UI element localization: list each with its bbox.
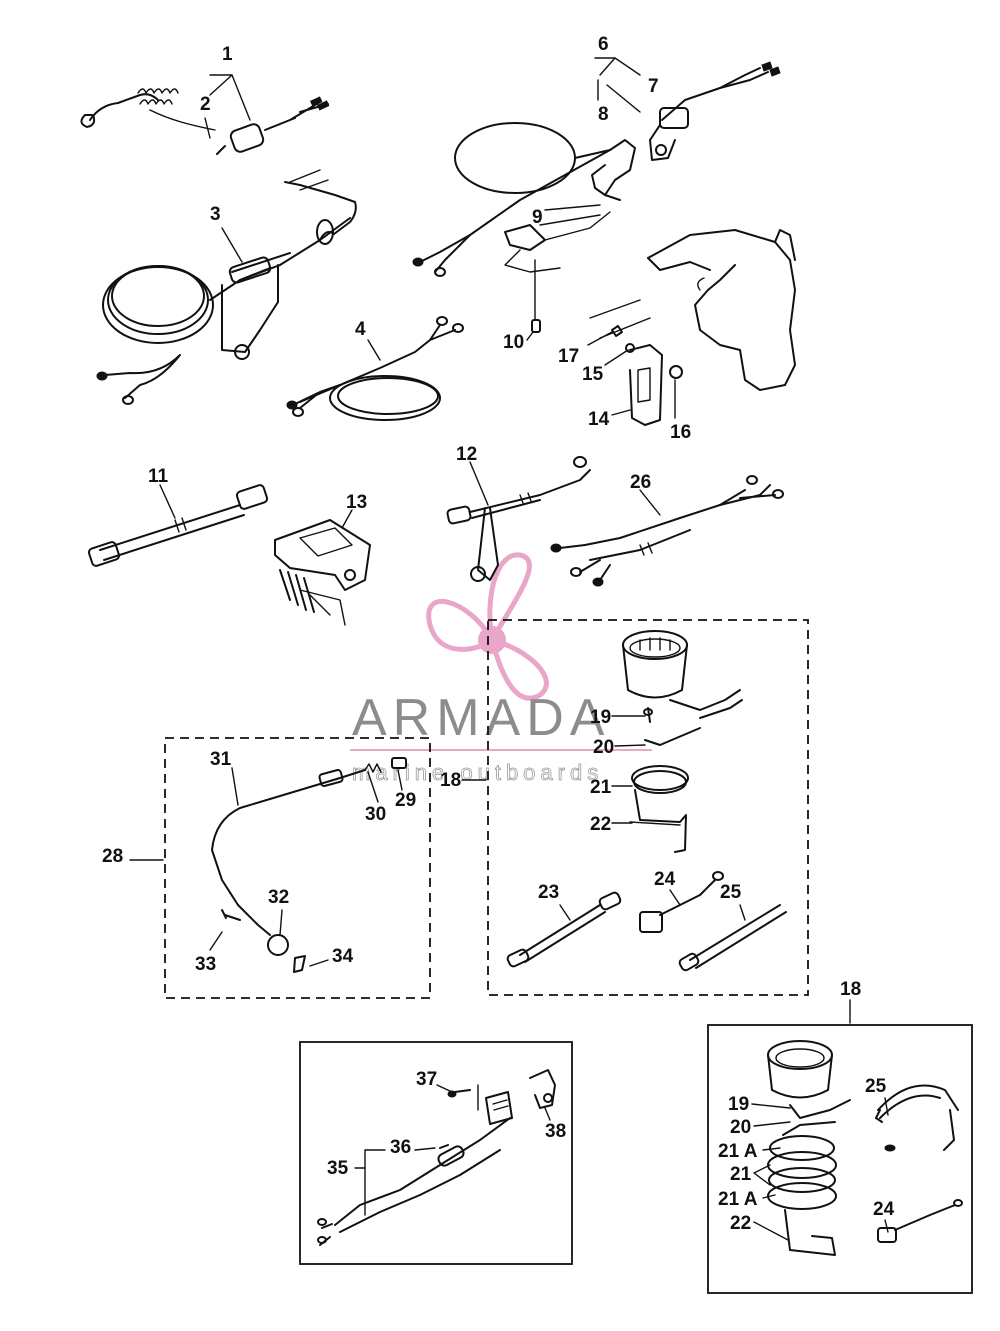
callout-9: 9: [532, 207, 543, 228]
callout-37: 37: [416, 1069, 437, 1090]
callout-13: 13: [346, 492, 367, 513]
callout-8: 8: [598, 104, 609, 125]
callout-28: 28: [102, 846, 123, 867]
callout-12: 12: [456, 444, 477, 465]
callout-19-box: 19: [590, 707, 611, 728]
callout-3: 3: [210, 204, 221, 225]
callout-25-box: 25: [720, 882, 742, 903]
callout-22-box: 22: [590, 814, 611, 835]
callout-16: 16: [670, 422, 691, 443]
engine-housing-drawing: [589, 229, 796, 391]
callout-6: 6: [598, 34, 609, 55]
extension-cable-drawing: [87, 484, 269, 567]
callout-11: 11: [148, 466, 169, 487]
callout-31: 31: [210, 749, 232, 770]
callout-15: 15: [582, 364, 604, 385]
callout-34: 34: [332, 946, 354, 967]
callout-19-alt: 19: [728, 1094, 749, 1115]
harness-26-drawing: [550, 475, 784, 587]
kit-35-38-box: [299, 1041, 573, 1265]
propeller-logo-icon: [426, 552, 549, 701]
kit-18-dashed-box: [487, 619, 809, 996]
callout-24-box: 24: [654, 869, 676, 890]
leader-line: [209, 74, 251, 121]
callout-7: 7: [648, 76, 659, 97]
rectifier-harness-drawing: [317, 1069, 556, 1246]
extension-harness-drawing: [286, 316, 464, 421]
callout-1: 1: [222, 44, 233, 65]
callout-21-alt: 21: [730, 1164, 752, 1185]
callout-32: 32: [268, 887, 289, 908]
cable-bracket-drawing: [446, 456, 591, 582]
callout-10: 10: [503, 332, 524, 353]
gauge-kit-drawing: [506, 630, 787, 972]
callout-18-alt: 18: [840, 979, 861, 1000]
regulator-module-drawing: [274, 519, 371, 626]
callout-24-alt: 24: [873, 1199, 895, 1220]
callout-22-alt: 22: [730, 1213, 751, 1234]
callout-25-alt: 25: [865, 1076, 887, 1097]
callout-20-alt: 20: [730, 1117, 751, 1138]
callout-21A-alt-top: 21 A: [718, 1141, 758, 1162]
callout-17: 17: [558, 346, 579, 367]
callout-14: 14: [588, 409, 610, 430]
callout-36: 36: [390, 1137, 411, 1158]
callout-4: 4: [355, 319, 366, 340]
callout-29: 29: [395, 790, 416, 811]
callout-20-box: 20: [593, 737, 614, 758]
watermark-tagline: marine outboards: [352, 760, 603, 785]
callout-23-box: 23: [538, 882, 559, 903]
harness-coil-drawing: [96, 169, 357, 405]
tilt-switch-harness-drawing: [412, 61, 781, 333]
callout-35: 35: [327, 1158, 349, 1179]
callout-2: 2: [200, 94, 211, 115]
switch-bracket-drawing: [611, 325, 683, 426]
callout-30: 30: [365, 804, 386, 825]
callout-38: 38: [545, 1121, 566, 1142]
callout-26: 26: [630, 472, 651, 493]
choke-cable-drawing: [211, 757, 407, 973]
callout-33: 33: [195, 954, 216, 975]
kit-28-dashed-box: [164, 737, 431, 999]
kill-switch-lanyard-drawing: [80, 88, 330, 155]
callout-21-box: 21: [590, 777, 612, 798]
kit-18-alt-box: [707, 1024, 973, 1294]
callout-18-box: 18: [440, 770, 461, 791]
gauge-set-drawing: [767, 1040, 963, 1256]
callout-21A-alt-bottom: 21 A: [718, 1189, 758, 1210]
